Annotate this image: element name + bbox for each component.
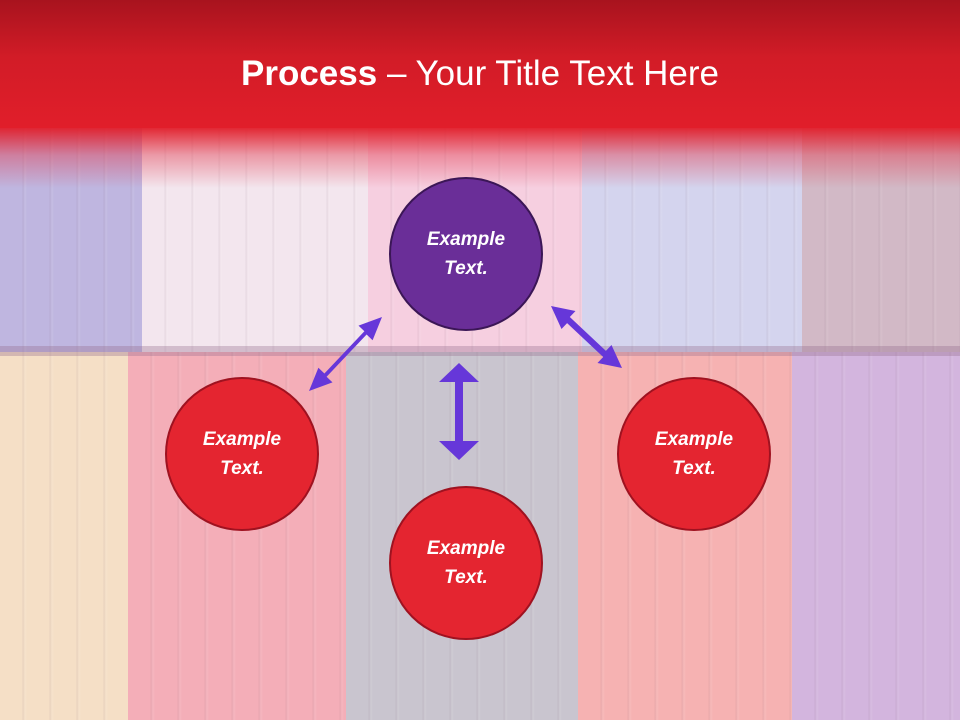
- node-bottom-text: Example Text.: [426, 538, 506, 588]
- node-top-text: Example Text.: [426, 229, 506, 279]
- bg-block-violet: [792, 352, 960, 720]
- slide-title: Process – Your Title Text Here: [0, 52, 960, 96]
- node-bottom: Example Text.: [389, 486, 543, 640]
- arrow-vertical: [439, 363, 479, 460]
- bg-block-cream: [0, 352, 128, 720]
- background-divider: [0, 346, 960, 356]
- arrow-top-left: [309, 317, 382, 391]
- arrow-top-right: [551, 306, 622, 368]
- node-right: Example Text.: [617, 377, 771, 531]
- node-top: Example Text.: [389, 177, 543, 331]
- title-banner: [0, 0, 960, 128]
- node-left: Example Text.: [165, 377, 319, 531]
- title-rest: – Your Title Text Here: [377, 54, 719, 93]
- node-left-text: Example Text.: [202, 429, 282, 479]
- node-right-text: Example Text.: [654, 429, 734, 479]
- title-bold: Process: [241, 54, 378, 93]
